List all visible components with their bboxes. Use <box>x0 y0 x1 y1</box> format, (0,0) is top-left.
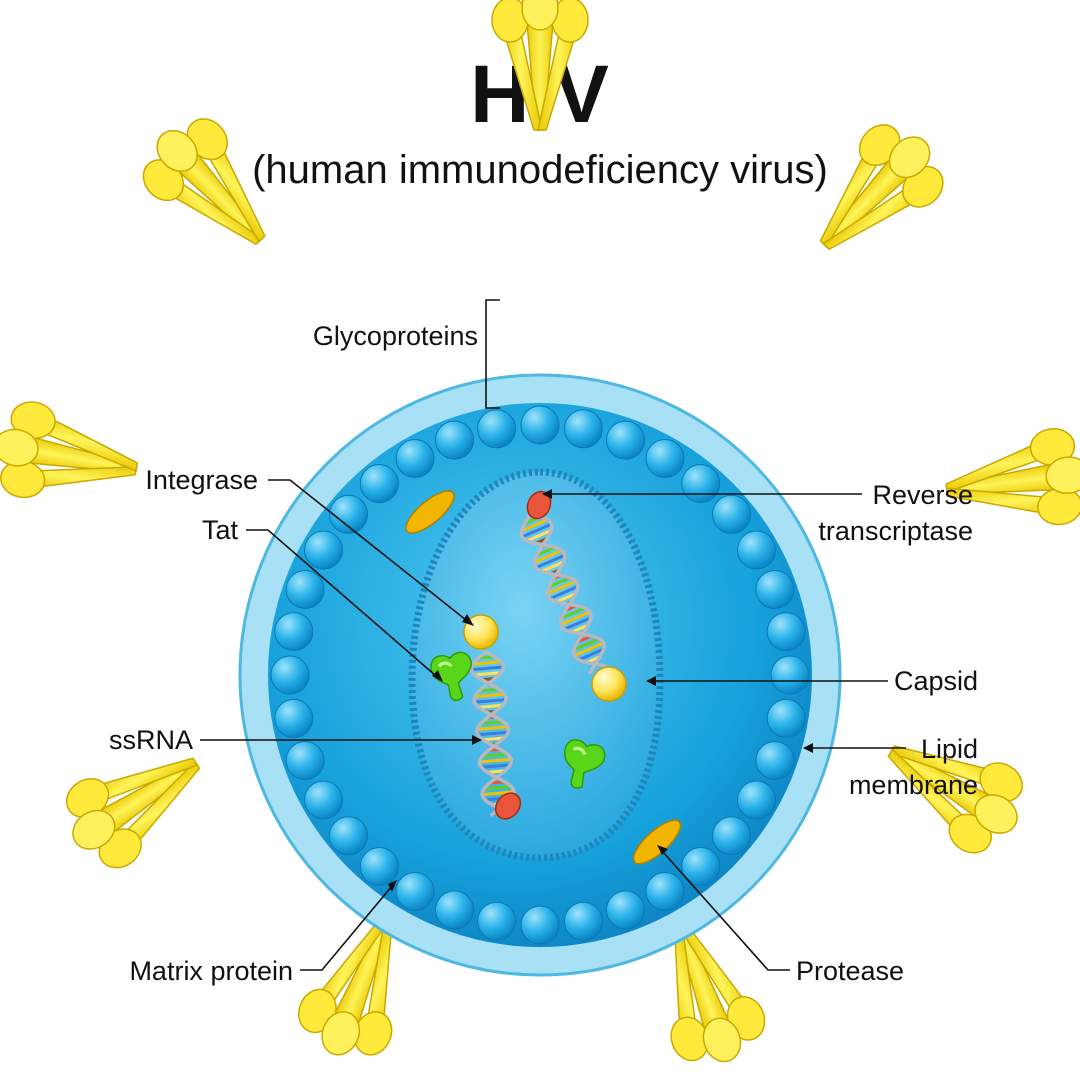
rna-base-pair <box>480 720 504 726</box>
rna-base-pair <box>573 637 601 652</box>
rna-backbone <box>519 514 607 668</box>
matrix-protein-sphere <box>737 780 776 820</box>
matrix-protein-sphere <box>274 698 314 738</box>
matrix-protein-sphere <box>359 847 399 886</box>
label-lipid-membrane-line1: Lipid <box>921 734 978 764</box>
matrix-protein-sphere <box>329 494 368 534</box>
matrix-protein-sphere <box>606 890 645 930</box>
matrix-protein-sphere <box>520 405 560 445</box>
rna-base-pair <box>535 553 566 570</box>
rna-base-pair <box>578 647 605 662</box>
matrix-protein-sphere <box>435 420 474 460</box>
matrix-protein-sphere <box>477 901 517 941</box>
reverse-transcriptase-upper <box>526 490 552 520</box>
rna-base-pair <box>482 736 505 742</box>
rna-base-pair <box>546 579 577 595</box>
matrix-protein-sphere <box>395 439 435 478</box>
rna-base-pair <box>560 606 586 620</box>
matrix-protein-sphere <box>681 464 721 503</box>
matrix-protein-sphere <box>285 570 325 609</box>
matrix-protein-sphere <box>645 872 685 911</box>
matrix-protein-sphere <box>304 780 343 820</box>
leader-lines <box>200 299 906 971</box>
matrix-protein-sphere <box>737 530 776 570</box>
rna-backbone <box>529 513 606 675</box>
rna-base-pair <box>556 592 577 604</box>
rna-base-pair <box>482 752 508 758</box>
rna-base-pair <box>533 548 563 564</box>
rna-base-pair <box>563 616 592 631</box>
integrase-lower <box>591 666 627 702</box>
matrix-protein-sphere <box>770 655 810 695</box>
matrix-protein-sphere <box>477 409 517 449</box>
matrix-protein-sphere <box>435 890 474 930</box>
matrix-protein-sphere <box>274 612 314 652</box>
rna-base-pair <box>483 785 512 791</box>
rna-strand-lower <box>469 650 516 818</box>
reverse-transcriptase-lower <box>494 792 522 820</box>
matrix-protein-sphere <box>645 439 685 478</box>
matrix-protein-sphere <box>712 816 751 856</box>
rna-base-pair <box>548 576 571 589</box>
rna-base-pair <box>471 665 504 672</box>
rna-strand-upper <box>519 513 607 675</box>
rna-backbone <box>469 650 514 816</box>
label-lipid-membrane-line2: membrane <box>849 770 978 800</box>
rna-base-pair <box>573 641 605 658</box>
matrix-protein-sphere <box>563 901 603 941</box>
label-matrix-protein: Matrix protein <box>129 956 293 986</box>
rna-base-pair <box>479 687 500 693</box>
label-integrase: Integrase <box>145 465 258 495</box>
rna-base-pair <box>549 585 579 600</box>
rna-base-pair <box>474 692 505 699</box>
label-reverse-transcriptase-line2: transcriptase <box>818 516 973 546</box>
rna-base-pair <box>476 725 509 731</box>
label-protease: Protease <box>796 956 904 986</box>
matrix-protein-sphere <box>563 409 603 449</box>
matrix-protein-sphere <box>766 612 806 652</box>
rna-base-pair <box>481 763 511 769</box>
protease-upper <box>405 490 455 534</box>
label-glycoproteins: Glycoproteins <box>313 321 478 351</box>
matrix-protein-sphere <box>270 655 310 695</box>
rna-base-pair <box>482 790 515 797</box>
rna-base-pair <box>474 698 507 704</box>
matrix-protein-sphere <box>712 494 751 534</box>
rna-base-pair <box>560 610 591 627</box>
matrix-protein-sphere <box>755 741 795 780</box>
rna-base-pair <box>479 757 512 764</box>
rna-base-pair <box>478 703 503 709</box>
matrix-protein-sphere <box>520 905 560 945</box>
rna-base-pair <box>521 522 553 539</box>
rna-base-pair <box>472 660 502 666</box>
leader-arrowheads <box>388 489 813 892</box>
matrix-protein-sphere <box>395 872 435 911</box>
matrix-protein-sphere <box>766 698 806 738</box>
matrix-protein-sphere <box>359 464 399 503</box>
matrix-protein-sphere <box>681 847 721 886</box>
rna-base-pair <box>520 518 549 533</box>
matrix-protein-sphere <box>755 570 795 609</box>
matrix-protein-sphere <box>606 420 645 460</box>
rna-base-pair <box>536 545 556 557</box>
label-capsid: Capsid <box>894 666 978 696</box>
matrix-protein-sphere <box>304 530 343 570</box>
rna-base-pair <box>477 730 509 737</box>
rna-base-pair <box>474 671 502 677</box>
matrix-protein-sphere <box>329 816 368 856</box>
rna-base-pair <box>526 529 552 543</box>
label-ssrna: ssRNA <box>109 725 193 755</box>
label-tat: Tat <box>202 515 239 545</box>
label-reverse-transcriptase-line1: Reverse <box>872 480 973 510</box>
rna-base-pair <box>541 560 565 573</box>
diagram-subtitle: (human immunodeficiency virus) <box>252 148 828 192</box>
matrix-protein-layer <box>270 405 810 945</box>
matrix-protein-sphere <box>285 741 325 780</box>
rna-backbone <box>472 650 516 818</box>
